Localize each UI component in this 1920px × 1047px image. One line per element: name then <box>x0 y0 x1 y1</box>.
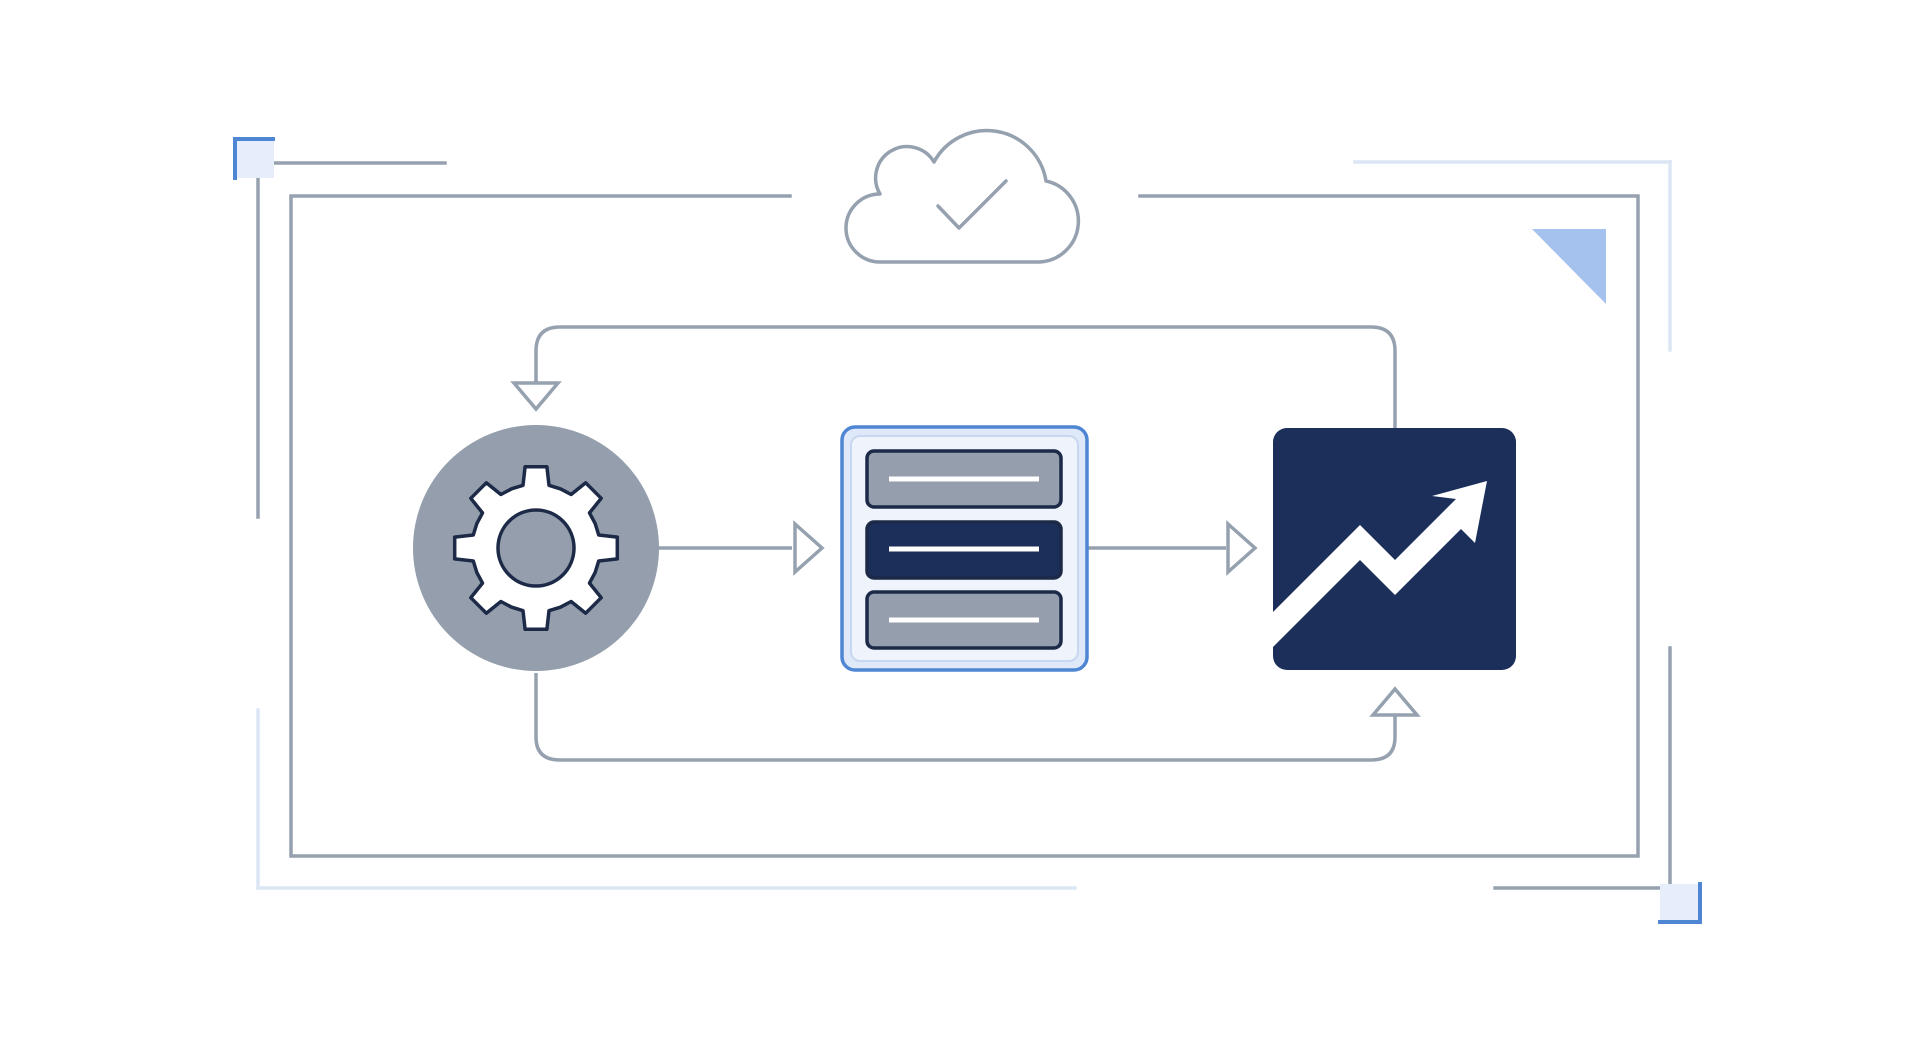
corner-bracket-top-left-line <box>233 137 275 180</box>
list-row-2 <box>865 520 1063 580</box>
arrow-list-to-chart <box>1088 520 1258 576</box>
arrow-gear-to-list <box>657 520 825 576</box>
cloud-check-icon <box>844 128 1081 264</box>
arrow-gear-to-list-head <box>793 520 825 576</box>
outer-frame-bottom-right <box>1493 646 1672 890</box>
corner-bracket-bottom-right-line <box>1658 882 1702 924</box>
outer-frame-top-left <box>256 161 447 519</box>
corner-bracket-bottom-right-fill <box>1660 884 1698 922</box>
feedback-loop-bottom <box>534 673 1421 762</box>
loop-bottom-arrowhead <box>1369 686 1421 717</box>
arrow-list-to-chart-head <box>1226 520 1258 576</box>
loop-top-arrowhead <box>510 381 562 412</box>
cloud-outline <box>844 128 1081 264</box>
list-row-3 <box>865 590 1063 650</box>
stacked-list-icon <box>840 425 1089 672</box>
corner-bracket-top-left <box>233 137 275 180</box>
gear-node <box>413 425 659 671</box>
trend-arrow <box>1273 481 1487 647</box>
cloud-checkmark <box>936 179 1008 230</box>
outer-frame-bottom-left <box>256 708 1077 890</box>
chart-panel <box>1273 428 1516 670</box>
inner-frame <box>289 194 1640 858</box>
inner-frame-left <box>289 194 1640 858</box>
corner-bracket-top-left-fill <box>236 140 274 178</box>
list-row-1 <box>865 449 1063 509</box>
feedback-loop-top <box>510 325 1397 428</box>
trend-up-chart-icon <box>1273 428 1516 670</box>
loop-bottom-line <box>534 673 1397 762</box>
corner-triangle-icon <box>1532 229 1606 304</box>
corner-bracket-bottom-right <box>1658 882 1702 924</box>
loop-top-line <box>534 325 1397 428</box>
gear-hub <box>496 508 576 588</box>
